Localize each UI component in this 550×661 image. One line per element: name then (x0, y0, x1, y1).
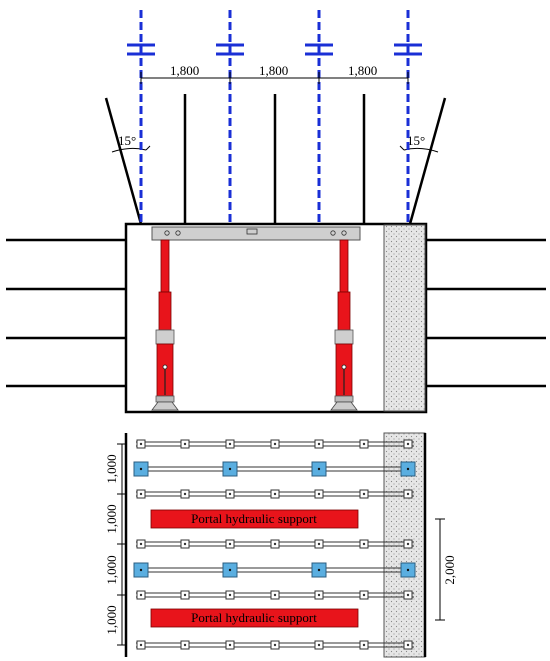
side-bolts-left (6, 238, 126, 388)
plan-view: Portal hydraulic support Portal hydrauli… (104, 432, 457, 658)
row-spacing-label-3: 1,000 (104, 555, 119, 584)
span-label: 2,000 (442, 555, 457, 584)
concrete-wall (383, 224, 426, 412)
bolt-row (136, 539, 414, 549)
spacing-label-3: 1,800 (348, 63, 377, 78)
angle-label-left: 15° (118, 133, 136, 148)
angle-label-right: 15° (407, 133, 425, 148)
anchor-row (133, 562, 416, 578)
row-spacing-label-2: 1,000 (104, 504, 119, 533)
anchor-row (133, 461, 416, 477)
row-spacing-label-1: 1,000 (104, 454, 119, 483)
row-spacing-dimension (117, 443, 127, 646)
portal-support-label-2: Portal hydraulic support (191, 610, 317, 625)
angled-corner-bolts (104, 97, 447, 225)
bolt-row (136, 489, 414, 499)
spacing-label-2: 1,800 (259, 63, 288, 78)
span-dimension (435, 518, 445, 621)
roof-bolts (183, 94, 366, 224)
spacing-dimension (140, 72, 409, 84)
bolt-row (136, 439, 414, 449)
bolt-row (136, 640, 414, 650)
spacing-label-1: 1,800 (170, 63, 199, 78)
side-bolts-right (426, 238, 546, 388)
bolt-row (136, 590, 414, 600)
roadway-outline (124, 222, 428, 414)
cross-section-view: 15° 15° (6, 10, 546, 414)
hydraulic-leg-left (151, 239, 179, 411)
portal-beam (151, 226, 361, 241)
anchor-plate-rows (133, 461, 416, 578)
beam-details (164, 228, 347, 236)
portal-support-1: Portal hydraulic support (150, 509, 359, 529)
hydraulic-leg-right (330, 239, 358, 411)
portal-support-2: Portal hydraulic support (150, 608, 359, 628)
row-spacing-label-4: 1,000 (104, 605, 119, 634)
bolt-rows (136, 439, 414, 650)
portal-support-label-1: Portal hydraulic support (191, 511, 317, 526)
drill-cross-marks (127, 43, 422, 56)
